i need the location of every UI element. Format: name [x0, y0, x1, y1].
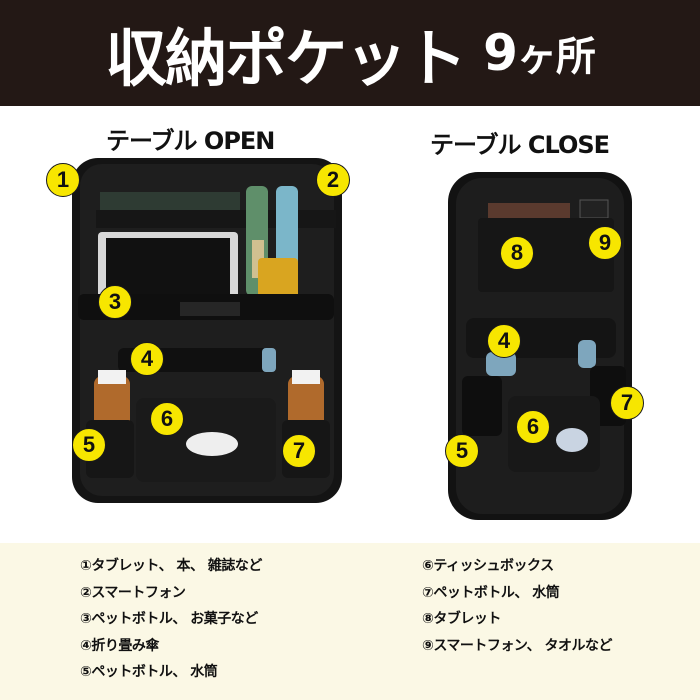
legend-list-left: ①タブレット、 本、 雑誌など ②スマートフォン ③ペットボトル、 お菓子など …: [80, 553, 262, 686]
marker-close-8: 8: [500, 236, 534, 270]
marker-close-6: 6: [516, 410, 550, 444]
marker-1: 1: [46, 163, 80, 197]
marker-close-4: 4: [487, 324, 521, 358]
legend-panel: ①タブレット、 本、 雑誌など ②スマートフォン ③ペットボトル、 お菓子など …: [0, 543, 700, 700]
banner-count-number: 9: [483, 24, 518, 82]
marker-4: 4: [130, 342, 164, 376]
marker-5: 5: [72, 428, 106, 462]
legend-item: ④折り畳み傘: [80, 637, 159, 654]
legend-item: ③ペットボトル、 お菓子など: [80, 611, 258, 627]
marker-close-7: 7: [610, 386, 644, 420]
organizer-open: [72, 158, 342, 503]
legend-item: ⑤ペットボトル、 水筒: [80, 664, 218, 680]
legend-item: ⑨スマートフォン、 タオルなど: [422, 637, 612, 654]
banner-title: 収納ポケット: [105, 22, 467, 95]
legend-item: ②スマートフォン: [80, 584, 186, 601]
legend-list-right: ⑥ティッシュボックス ⑦ペットボトル、 水筒 ⑧タブレット ⑨スマートフォン、 …: [422, 553, 612, 659]
marker-6: 6: [150, 402, 184, 436]
product-illustration: [72, 158, 632, 520]
marker-2: 2: [316, 163, 350, 197]
marker-close-5: 5: [445, 434, 479, 468]
open-label: テーブル OPEN: [106, 127, 275, 155]
marker-3: 3: [98, 285, 132, 319]
legend-item: ⑦ペットボトル、 水筒: [422, 584, 560, 601]
marker-close-9: 9: [588, 226, 622, 260]
banner-count-unit: ヶ所: [516, 34, 596, 80]
legend-item: ⑧タブレット: [422, 611, 501, 627]
marker-7: 7: [282, 434, 316, 468]
banner-count: 9ヶ所: [483, 24, 596, 82]
title-banner: 収納ポケット 9ヶ所: [0, 0, 700, 106]
organizer-close: [448, 172, 632, 520]
close-label: テーブル CLOSE: [430, 131, 610, 159]
legend-item: ①タブレット、 本、 雑誌など: [80, 558, 262, 574]
legend-item: ⑥ティッシュボックス: [422, 558, 554, 574]
